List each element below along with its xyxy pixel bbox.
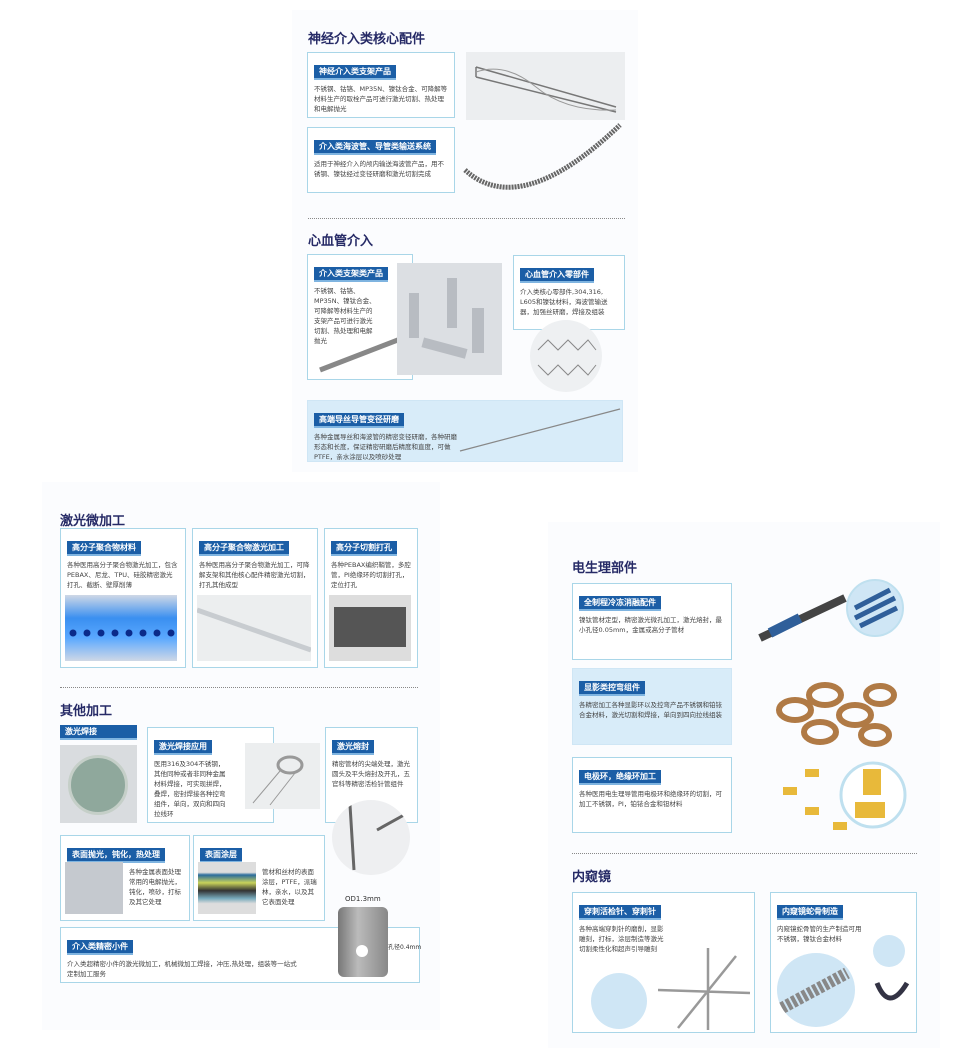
card-surface-coating: 表面涂层 管材和丝材的表面涂层，PTFE，派瑞林，亲水，以及其它表面处理 [193, 835, 325, 921]
card-cardio-parts: 心血管介入零部件 介入类核心零部件,304,316, L605和镍钛材料，海波管… [513, 255, 625, 330]
card-surface-polishing: 表面抛光，钝化，热处理 各种金属表面处理常用的电解抛光，钝化，喷砂，打标及其它处… [60, 835, 190, 921]
hypotube-image [463, 123, 622, 190]
card-text: 不锈钢、钴铬、MP35N、镍钛合金、可降解等材料生产的取栓产品可进行激光切割、热… [314, 85, 448, 113]
polymer-tube-image [65, 595, 177, 661]
card-label: 显影类控弯组件 [579, 681, 645, 696]
card-text: 各种高端穿刺针的磨削，显影雕刻，打标，涂层制造等激光切割柔性化和超声引导雕刻 [579, 925, 664, 953]
card-text: 医用316及304不锈钢，其他同种或者非同种金属材料焊接，可实现拼焊，叠焊，密封… [154, 760, 226, 818]
electrode-rings-image [783, 761, 907, 830]
card-polymer-laser: 高分子聚合物激光加工 各种医用高分子聚合物激光加工，可降解支架和其他核心配件精密… [192, 528, 318, 668]
card-polymer-material: 高分子聚合物材料 各种医用高分子聚合物激光加工，包含PEBAX、尼龙、TPU、硅… [60, 528, 186, 668]
needles-image [658, 948, 751, 1030]
od-label: OD1.3mm [345, 895, 381, 903]
card-text: 各种医用电生理导管用电极环和绝缘环的切割，可加工不锈钢，PI，铂铱合金和钽材料 [579, 790, 722, 808]
card-label: 介入类精密小件 [67, 940, 133, 955]
card-text: 介入类超精密小件的激光微加工，机械微加工焊接，冲压,热处理，组装等一站式定制加工… [67, 960, 297, 978]
marker-rings-image [776, 682, 897, 747]
section-title-ep: 电生理部件 [572, 561, 638, 576]
cryo-coil-image [758, 579, 904, 642]
card-text: 不锈钢、钴铬、MP35N、镍钛合金、可降解等材料生产的支架产品可进行激光切割、热… [314, 287, 376, 345]
card-label: 高端导丝导管变径研磨 [314, 413, 404, 428]
card-label: 表面涂层 [200, 848, 242, 863]
section-title-endo: 内窥镜 [572, 870, 612, 885]
card-label: 心血管介入零部件 [520, 268, 594, 283]
card-text: 管材和丝材的表面涂层，PTFE，派瑞林，亲水，以及其它表面处理 [262, 868, 317, 906]
card-label: 电极环，绝缘环加工 [579, 770, 661, 785]
card-label: 高分子切割打孔 [331, 541, 397, 556]
section-title-laser: 激光微加工 [60, 514, 126, 529]
card-label: 激光焊接应用 [154, 740, 212, 755]
snake-bone-image [777, 953, 855, 1027]
card-label: 介入类支架类产品 [314, 267, 388, 282]
coated-wire-image [198, 862, 256, 914]
polymer-strip-image [197, 595, 311, 661]
card-neuro-hypotube: 介入类海波管、导管类输送系统 适用于神经介入的颅内输送海波管产品，用不锈钢、镍钛… [307, 127, 455, 193]
card-snake-bone: 内窥镜蛇骨制造 内窥镜蛇骨管的生产制造可用不锈钢，镍钛合金材料 [770, 892, 917, 1033]
drilling-image [329, 595, 411, 661]
laser-welding-label: 激光焊接 [60, 725, 137, 740]
card-biopsy-needle: 穿刺活检针、穿刺针 各种高端穿刺针的磨削，显影雕刻，打标，涂层制造等激光切割柔性… [572, 892, 755, 1033]
card-label: 激光熔封 [332, 740, 374, 755]
card-label: 介入类海波管、导管类输送系统 [314, 140, 436, 155]
hole-label: 孔径0.4mm [388, 944, 422, 951]
stent-image [466, 52, 625, 120]
card-text: 各种金属表面处理常用的电解抛光，钝化，喷砂，打标及其它处理 [129, 868, 181, 906]
card-text: 适用于神经介入的颅内输送海波管产品，用不锈钢、镍钛经过变径研磨和激光切割完成 [314, 160, 444, 178]
card-electrode-rings: 电极环，绝缘环加工 各种医用电生理导管用电极环和绝缘环的切割，可加工不锈钢，PI… [572, 757, 732, 833]
weld-ring-image [245, 743, 320, 809]
valve-frame-image [530, 320, 602, 392]
card-label: 穿刺活检针、穿刺针 [579, 905, 661, 920]
snake-bone-curve-image [873, 935, 910, 1001]
card-text: 镍钛管材定型，精密激光微孔加工，激光熔封，最小孔径0.05mm，金属或高分子管材 [579, 616, 722, 634]
card-polymer-drilling: 高分子切割打孔 各种PEBAX编织鞘管，多腔管，PI绝缘环的切割打孔，定位打孔 [324, 528, 418, 668]
card-text: 内窥镜蛇骨管的生产制造可用不锈钢，镍钛合金材料 [777, 925, 862, 943]
divider [60, 687, 418, 688]
welding-image [60, 745, 137, 823]
card-text: 精密管材的尖端处理，激光圆头及平头熔封及开孔，五官科等精密活检针管组件 [332, 760, 410, 788]
card-label: 表面抛光，钝化，热处理 [67, 848, 165, 863]
card-text: 各精密加工各种显影环以及控弯产品不锈钢和铂铱合金材料，激光切割和焊接，单向到四向… [579, 701, 722, 719]
precision-sleeve-image [338, 907, 388, 977]
section-title-neuro: 神经介入类核心配件 [308, 32, 426, 47]
card-label: 全制程冷冻消融配件 [579, 596, 661, 611]
card-text: 各种医用高分子聚合物激光加工，包含PEBAX、尼龙、TPU、硅胶精密激光打孔、截… [67, 561, 178, 589]
sealed-tube-image [332, 800, 410, 875]
card-guidewire: 高端导丝导管变径研磨 各种金属导丝和海波管的精密变径研磨，各种研磨形态和长度，保… [307, 400, 623, 462]
card-neuro-stent: 神经介入类支架产品 不锈钢、钴铬、MP35N、镍钛合金、可降解等材料生产的取栓产… [307, 52, 455, 118]
card-text: 介入类核心零部件,304,316, L605和镍钛材料，海波管输送器，加强丝研磨… [520, 288, 608, 316]
card-text: 各种PEBAX编织鞘管，多腔管，PI绝缘环的切割打孔，定位打孔 [331, 561, 411, 589]
card-text: 各种金属导丝和海波管的精密变径研磨，各种研磨形态和长度，保证精密研磨后精度和直度… [314, 433, 457, 461]
stents-image [397, 263, 502, 375]
section-title-other: 其他加工 [60, 704, 113, 719]
needle-tip-image [591, 973, 647, 1029]
card-text: 各种医用高分子聚合物激光加工，可降解支架和其他核心配件精密激光切割，打孔其他成型 [199, 561, 310, 589]
card-label: 神经介入类支架产品 [314, 65, 396, 80]
polished-stent-image [65, 862, 123, 914]
card-marker-bands: 显影类控弯组件 各精密加工各种显影环以及控弯产品不锈钢和铂铱合金材料，激光切割和… [572, 668, 732, 745]
card-cryoablation: 全制程冷冻消融配件 镍钛管材定型，精密激光微孔加工，激光熔封，最小孔径0.05m… [572, 583, 732, 660]
divider [572, 853, 917, 854]
tube-image [319, 335, 404, 373]
guidewire-image [459, 408, 621, 452]
card-label: 内窥镜蛇骨制造 [777, 905, 843, 920]
card-label: 高分子聚合物激光加工 [199, 541, 289, 556]
divider [308, 218, 625, 219]
card-label: 高分子聚合物材料 [67, 541, 141, 556]
section-title-cardio: 心血管介入 [308, 234, 374, 249]
